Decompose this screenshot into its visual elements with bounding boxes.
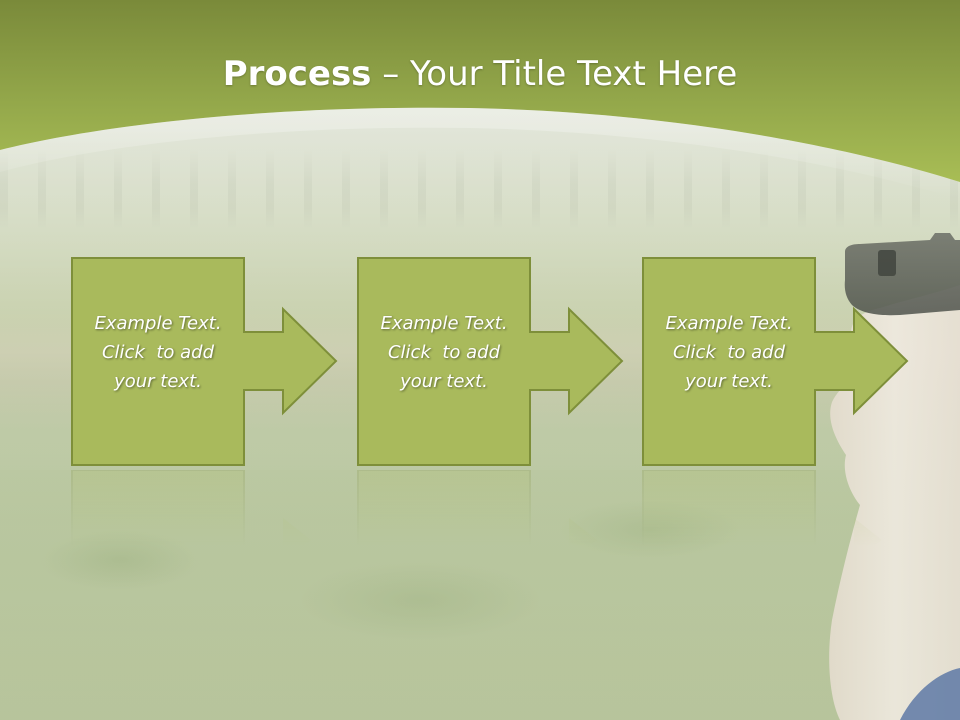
process-step-3-reflection: [642, 470, 882, 560]
step-3-line-2: Click to add: [672, 342, 785, 363]
slide-title[interactable]: Process – Your Title Text Here: [0, 52, 960, 96]
sleeve-shape: [900, 668, 960, 720]
process-step-2-arrow-box: [357, 257, 624, 466]
process-step-1[interactable]: Example Text. Click to add your text.: [71, 257, 338, 467]
process-step-1-arrow-box: [71, 257, 338, 466]
process-step-3-text: Example Text. Click to add your text.: [650, 309, 808, 396]
step-2-line-3: your text.: [400, 371, 488, 392]
step-1-line-2: Click to add: [101, 342, 214, 363]
step-2-line-1: Example Text.: [380, 313, 508, 334]
pistol-shape: [844, 233, 960, 316]
step-3-line-1: Example Text.: [665, 313, 793, 334]
process-step-2-text: Example Text. Click to add your text.: [365, 309, 523, 396]
process-step-1-reflection: [71, 470, 311, 560]
process-step-2-reflection: [357, 470, 597, 560]
process-step-3-arrow-box: [642, 257, 909, 466]
title-rest-text: – Your Title Text Here: [371, 54, 738, 94]
header-banner: [0, 0, 960, 200]
step-1-line-1: Example Text.: [94, 313, 222, 334]
step-2-line-2: Click to add: [387, 342, 500, 363]
step-1-line-3: your text.: [114, 371, 202, 392]
step-3-line-3: your text.: [685, 371, 773, 392]
process-step-2[interactable]: Example Text. Click to add your text.: [357, 257, 624, 467]
process-step-3[interactable]: Example Text. Click to add your text.: [642, 257, 909, 467]
process-step-1-text: Example Text. Click to add your text.: [79, 309, 237, 396]
title-bold-text: Process: [222, 54, 372, 94]
